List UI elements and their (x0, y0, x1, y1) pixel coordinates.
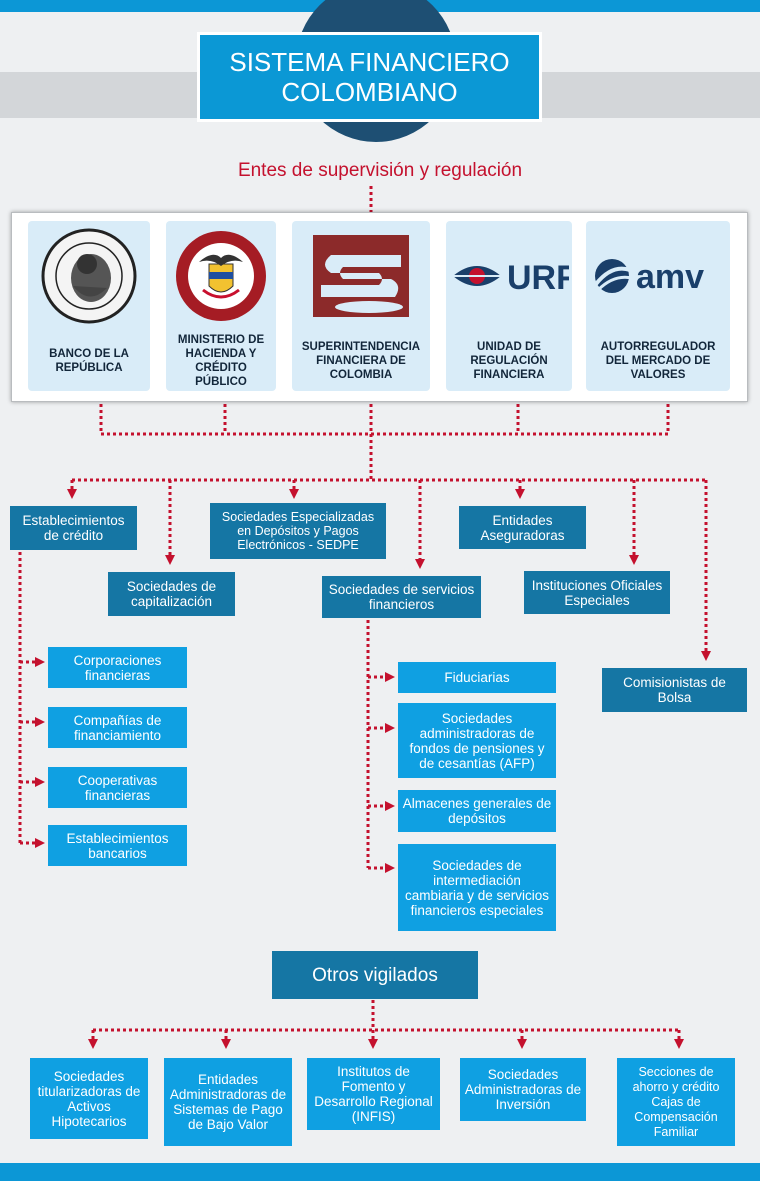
superintendencia-logo (311, 221, 411, 331)
category-servicios: Sociedades de servicios financieros (322, 576, 481, 618)
category-capitalizacion: Sociedades de capitalización (108, 572, 235, 616)
category-oficiales: Instituciones Oficiales Especiales (524, 571, 670, 614)
category-comisionistas: Comisionistas de Bolsa (602, 668, 747, 712)
supervision-heading: Entes de supervisión y regulación (237, 160, 523, 181)
otros-item: Secciones de ahorro y crédito Cajas de C… (617, 1058, 735, 1146)
eye-emblem-icon: URF (451, 259, 569, 297)
otros-item: Entidades Administradoras de Sistemas de… (164, 1058, 292, 1146)
category-establecimientos: Establecimientos de crédito (10, 506, 137, 550)
servicios-sub-item: Sociedades de intermediación cambiaria y… (398, 844, 556, 931)
bottom-bar (0, 1163, 760, 1181)
globe-swirl-icon: amv (594, 258, 704, 296)
establecimientos-sub-item: Cooperativas financieras (48, 767, 187, 808)
urf-logo-text: URF (507, 259, 569, 297)
ente-amv: amv AUTORREGULADOR DEL MERCADO DE VALORE… (586, 221, 730, 391)
servicios-sub-item: Sociedades administradoras de fondos de … (398, 703, 556, 778)
ente-banco-republica: BANCO DE LA REPÚBLICA (28, 221, 150, 391)
ente-label: AUTORREGULADOR DEL MERCADO DE VALORES (600, 341, 716, 381)
ente-label: UNIDAD DE REGULACIÓN FINANCIERA (470, 341, 548, 381)
title-line-2: COLOMBIANO (281, 77, 458, 107)
ente-label: MINISTERIO DE HACIENDA Y CRÉDITO PÚBLICO (177, 334, 265, 388)
ente-superintendencia: SUPERINTENDENCIA FINANCIERA DE COLOMBIA (292, 221, 430, 391)
servicios-sub-item: Almacenes generales de depósitos (398, 790, 556, 832)
urf-logo: URF (449, 221, 569, 331)
category-sedpe: Sociedades Especializadas en Depósitos y… (210, 503, 386, 559)
ente-urf: URF UNIDAD DE REGULACIÓN FINANCIERA (446, 221, 572, 391)
otros-heading: Otros vigilados (272, 951, 478, 999)
establecimientos-sub-item: Corporaciones financieras (48, 647, 187, 688)
otros-item: Institutos de Fomento y Desarrollo Regio… (307, 1058, 440, 1130)
amv-logo: amv (590, 221, 726, 331)
amv-logo-text: amv (636, 258, 704, 296)
ente-label: SUPERINTENDENCIA FINANCIERA DE COLOMBIA (301, 341, 421, 381)
otros-item: Sociedades titularizadoras de Activos Hi… (30, 1058, 148, 1139)
establecimientos-sub-item: Establecimientos bancarios (48, 825, 187, 866)
servicios-sub-item: Fiduciarias (398, 662, 556, 693)
coat-of-arms-seal-icon (176, 231, 266, 321)
ente-ministerio-hacienda: MINISTERIO DE HACIENDA Y CRÉDITO PÚBLICO (166, 221, 276, 391)
ministerio-hacienda-logo (173, 221, 269, 331)
otros-item: Sociedades Administradoras de Inversión (460, 1058, 586, 1121)
s-emblem-icon (313, 235, 409, 317)
page-title: SISTEMA FINANCIERO COLOMBIANO (197, 32, 542, 122)
title-line-1: SISTEMA FINANCIERO (229, 47, 510, 77)
coin-seal-icon (41, 228, 137, 324)
establecimientos-sub-item: Compañías de financiamiento (48, 707, 187, 748)
category-aseguradoras: Entidades Aseguradoras (459, 506, 586, 549)
ente-label: BANCO DE LA REPÚBLICA (49, 348, 129, 374)
banco-republica-logo (39, 221, 139, 331)
